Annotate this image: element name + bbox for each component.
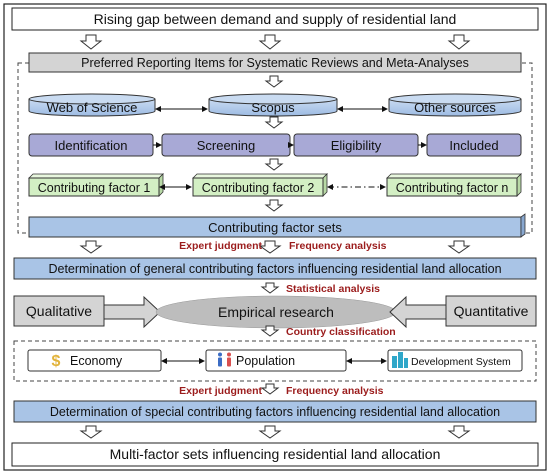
qualitative-box [13,295,105,327]
down-arrows-row2 [79,240,471,254]
category-label: Economy [70,354,123,368]
source-label: Other sources [414,100,496,115]
empirical-text: Empirical research [218,304,334,320]
outer-frame [3,3,547,471]
country-classification-label: Country classification [286,326,396,338]
general-box [13,257,537,280]
source-label: Web of Science [47,100,138,115]
factor-box-n: Contributing factor n [386,173,522,197]
special-box [13,400,537,423]
prisma-text: Preferred Reporting Items for Systematic… [81,56,469,70]
expert-judgment-label-2: Expert judgment [179,385,262,397]
buildings-icon [392,352,408,368]
step-label: Identification [55,138,128,153]
down-arrows-prisma [264,75,284,171]
step-label: Included [449,138,498,153]
step-label: Screening [197,138,256,153]
quantitative-box [445,295,537,327]
frequency-analysis-label: Frequency analysis [289,240,387,252]
final-text: Multi-factor sets influencing residentia… [110,446,441,462]
factor-label: Contributing factor 2 [202,181,315,195]
down-arrow [260,383,280,395]
special-text: Determination of special contributing fa… [50,405,500,419]
general-text: Determination of general contributing fa… [48,262,501,276]
factor-label: Contributing factor 1 [38,181,151,195]
final-box [11,442,539,467]
source-web-of-science: Web of Science [28,93,156,117]
qualitative-text: Qualitative [26,303,92,319]
categories-dashed-frame [13,340,537,382]
expert-judgment-label: Expert judgment [179,240,262,252]
factor-box-2: Contributing factor 2 [192,173,328,197]
factor-sets-text: Contributing factor sets [208,220,342,235]
category-label: Population [236,354,295,368]
category-label: Development System [411,356,511,368]
factor-label: Contributing factor n [396,181,509,195]
step-screening: Screening [161,133,291,157]
statistical-analysis-label: Statistical analysis [286,283,380,295]
quantitative-text: Quantitative [454,303,529,319]
step-included: Included [426,133,522,157]
category-development-system: Development System [387,349,523,372]
down-arrows-row3 [79,425,471,439]
category-economy: $ Economy [27,349,162,372]
down-arrows-row1 [79,34,471,50]
step-label: Eligibility [331,138,382,153]
down-arrow [260,325,280,337]
frequency-analysis-label-2: Frequency analysis [286,385,384,397]
category-population: Population [205,349,347,372]
title-box [11,7,539,31]
down-arrow [260,282,280,294]
dollar-icon: $ [52,353,61,370]
prisma-box [28,52,522,73]
source-scopus: Scopus [208,93,338,117]
right-arrow [103,295,161,329]
down-arrow [264,199,284,212]
step-eligibility: Eligibility [293,133,419,157]
factor-box-1: Contributing factor 1 [28,173,164,197]
source-other: Other sources [388,93,522,117]
left-arrow [389,295,447,329]
people-icon [218,352,231,367]
step-identification: Identification [28,133,154,157]
source-label: Scopus [251,100,295,115]
title-text: Rising gap between demand and supply of … [94,11,457,27]
